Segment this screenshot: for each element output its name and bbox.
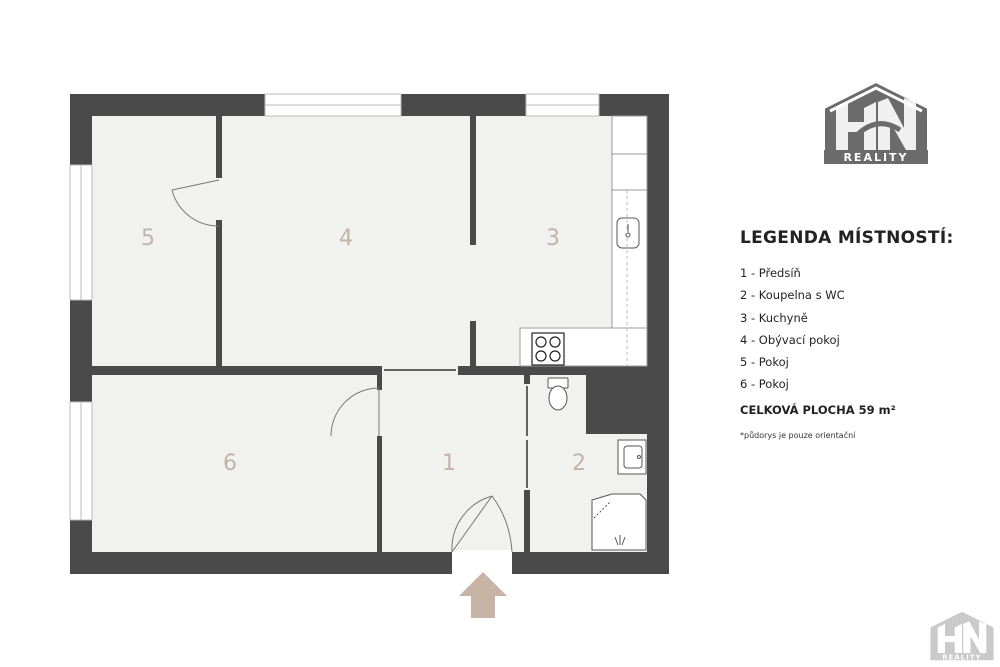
bath-sink-icon: [617, 439, 647, 475]
stove-icon: [531, 332, 565, 366]
legend-item-4: 4 - Obývací pokoj: [740, 332, 840, 347]
legend-item-5: 5 - Pokoj: [740, 355, 789, 370]
room-5-floor: [92, 116, 216, 366]
room-number-2: 2: [572, 451, 586, 476]
room-number-4: 4: [339, 226, 353, 251]
legend-title: LEGENDA MÍSTNOSTÍ:: [740, 228, 954, 248]
legend-item-6: 6 - Pokoj: [740, 377, 789, 392]
room-number-5: 5: [141, 226, 155, 251]
legend-item-2: 2 - Koupelna s WC: [740, 288, 845, 303]
svg-text:REALITY: REALITY: [942, 654, 981, 662]
door-room6: [330, 387, 380, 437]
legend-item-3: 3 - Kuchyně: [740, 310, 808, 325]
room-number-1: 1: [442, 451, 456, 476]
hn-reality-watermark-logo: REALITY: [930, 611, 994, 662]
toilet-icon: [547, 377, 569, 411]
opening-entrance: [452, 550, 512, 574]
room-number-3: 3: [546, 226, 560, 251]
svg-text:REALITY: REALITY: [843, 151, 908, 164]
hn-reality-logo: REALITY: [823, 80, 929, 164]
door-entrance: [451, 495, 513, 553]
legend-item-1: 1 - Předsíň: [740, 266, 801, 280]
room-6-floor: [92, 375, 377, 552]
opening-hall-bath: [522, 384, 532, 490]
room-1-floor: [382, 375, 524, 552]
entrance-arrow-icon: [459, 572, 507, 618]
door-room5: [171, 179, 220, 227]
opening-living-kitchen: [468, 245, 478, 321]
disclaimer-note: *půdorys je pouze orientační: [740, 430, 856, 440]
opening-room5-living: [213, 178, 225, 220]
opening-room6-hall: [375, 390, 385, 436]
shower-icon: [591, 493, 647, 551]
room-number-6: 6: [223, 451, 237, 476]
kitchen-sink-icon: [616, 217, 640, 249]
room-legend: LEGENDA MÍSTNOSTÍ: 1 - Předsíň 2 - Koupe…: [740, 228, 954, 440]
total-area: CELKOVÁ PLOCHA 59 m²: [740, 402, 896, 417]
room-4-floor: [222, 116, 470, 366]
